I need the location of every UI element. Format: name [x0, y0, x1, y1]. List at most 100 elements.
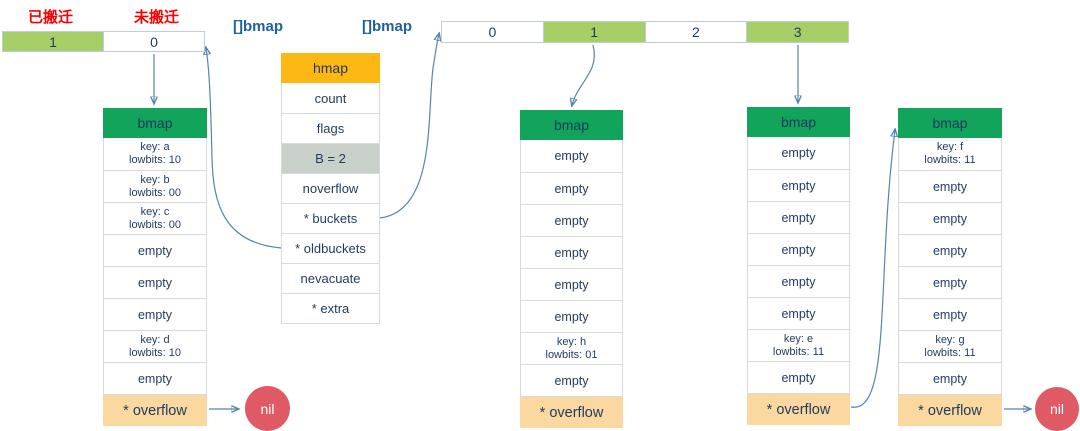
- hmap-field-extra: * extra: [282, 293, 379, 323]
- bucket-slot: empty: [899, 266, 1001, 298]
- buckets-cell-0: 0: [488, 24, 497, 40]
- old-slice-label: []bmap: [233, 18, 283, 35]
- bucket-slot: empty: [104, 298, 206, 330]
- bucket-slot: empty: [104, 234, 206, 266]
- new-slice-label: []bmap: [362, 18, 412, 35]
- bmap-title: bmap: [898, 108, 1002, 138]
- slot-key: key: e: [783, 332, 814, 345]
- not-evacuated-label: 未搬迁: [134, 9, 180, 26]
- slot-key: empty: [137, 275, 173, 290]
- slot-lowbits: lowbits: 11: [924, 154, 976, 166]
- bucket-slot: empty: [748, 169, 849, 201]
- bmap-bucket3-struct: bmap empty empty empty empty empty empty…: [747, 107, 850, 425]
- bucket-slot: empty: [899, 170, 1001, 202]
- overflow-pointer: * overflow: [103, 395, 207, 426]
- slot-key: empty: [781, 370, 816, 385]
- slot-key: key: b: [140, 173, 170, 186]
- nil-node: nil: [245, 386, 290, 431]
- arrow-cell1-to-bmap: [572, 44, 595, 105]
- slot-key: empty: [554, 245, 589, 260]
- bmap-title: bmap: [520, 110, 623, 140]
- hmap-fields: count flags B = 2 noverflow * buckets * …: [281, 83, 380, 324]
- slot-key: key: a: [140, 141, 170, 153]
- buckets-array: 0 1 2 3: [441, 21, 849, 43]
- bmap-title: bmap: [747, 107, 850, 137]
- evacuated-label: 已搬迁: [28, 9, 74, 26]
- slot-lowbits: lowbits: 00: [129, 218, 181, 231]
- bucket-slot: empty: [748, 201, 849, 233]
- hmap-field-count: count: [282, 83, 379, 113]
- arrow-overflow3-to-bmap4: [850, 130, 895, 408]
- slot-key: key: g: [935, 333, 965, 346]
- hmap-field-buckets: * buckets: [282, 203, 379, 233]
- bucket-slot: empty: [899, 298, 1001, 330]
- slot-key: empty: [554, 181, 589, 196]
- slot-key: empty: [932, 243, 968, 258]
- bucket-slot: empty: [104, 362, 206, 394]
- bucket-slot: empty: [899, 202, 1001, 234]
- slot-key: empty: [781, 178, 816, 193]
- bucket-slot: empty: [748, 297, 849, 329]
- bucket-slot: empty: [748, 361, 849, 393]
- slot-key: key: h: [556, 335, 587, 348]
- slot-key: key: d: [140, 333, 170, 346]
- overflow-pointer: * overflow: [520, 397, 623, 428]
- buckets-cell-3: 3: [746, 22, 848, 42]
- hmap-field-nevacuate: nevacuate: [282, 263, 379, 293]
- slot-key: empty: [137, 371, 173, 386]
- bucket-slot: empty: [521, 300, 622, 332]
- bucket-slot: empty: [521, 268, 622, 300]
- hmap-field-flags: flags: [282, 113, 379, 143]
- slot-lowbits: lowbits: 11: [924, 346, 976, 359]
- bucket-slot: empty: [521, 172, 622, 204]
- slot-lowbits: lowbits: 10: [129, 154, 181, 166]
- slot-lowbits: lowbits: 11: [772, 345, 825, 358]
- bmap-slots: empty empty empty empty empty empty key:…: [520, 140, 623, 397]
- overflow-pointer: * overflow: [898, 395, 1002, 426]
- bucket-slot: empty: [899, 362, 1001, 394]
- hmap-title: hmap: [281, 53, 380, 83]
- slot-key: empty: [932, 275, 968, 290]
- slot-lowbits: lowbits: 00: [129, 186, 181, 199]
- oldbuckets-cell-1: 1: [3, 32, 103, 51]
- slot-lowbits: lowbits: 10: [129, 346, 181, 359]
- hmap-struct: hmap count flags B = 2 noverflow * bucke…: [281, 53, 380, 324]
- bucket-slot: empty: [521, 364, 622, 396]
- slot-key: empty: [554, 149, 589, 163]
- slot-key: empty: [781, 306, 816, 321]
- bucket-slot: empty: [899, 234, 1001, 266]
- slot-key: empty: [781, 146, 816, 160]
- slot-key: empty: [554, 309, 589, 324]
- slot-key: empty: [932, 179, 968, 194]
- slot-key: empty: [781, 274, 816, 289]
- slot-key: empty: [932, 371, 968, 386]
- slot-key: empty: [554, 213, 589, 228]
- bmap-title: bmap: [103, 108, 207, 138]
- bucket-slot: empty: [521, 140, 622, 172]
- slot-key: empty: [137, 307, 173, 322]
- buckets-cell-1: 1: [542, 22, 645, 42]
- slot-key: key: c: [140, 205, 170, 218]
- slot-key: empty: [554, 277, 589, 292]
- slot-key: empty: [554, 373, 589, 388]
- arrow-oldbuckets-to-oldarray: [206, 48, 282, 249]
- bucket-slot: empty: [748, 265, 849, 297]
- bucket-slot: empty: [521, 204, 622, 236]
- slot-key: empty: [781, 242, 816, 257]
- bmap-bucket1-struct: bmap empty empty empty empty empty empty…: [520, 110, 623, 428]
- slot-key: empty: [932, 307, 968, 322]
- bucket-slot: empty: [748, 233, 849, 265]
- hmap-field-b: B = 2: [282, 143, 379, 173]
